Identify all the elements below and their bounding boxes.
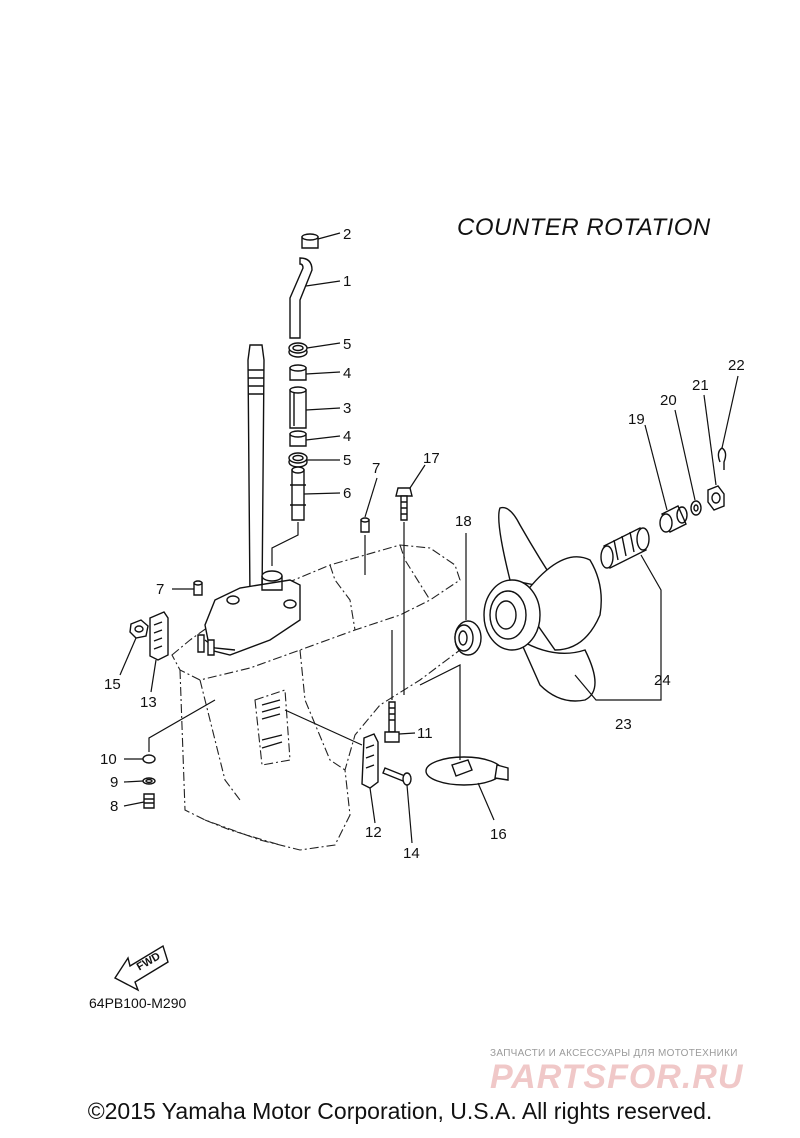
bracket-23 xyxy=(574,674,625,701)
part-16-anode xyxy=(425,756,509,786)
part-15-nut xyxy=(129,619,149,639)
callout-12: 12 xyxy=(365,824,382,841)
callout-15: 15 xyxy=(104,676,121,693)
part-21-nut xyxy=(707,485,725,511)
part-24-bushing xyxy=(600,526,650,570)
diagram-title: COUNTER ROTATION xyxy=(457,214,711,241)
callout-18: 18 xyxy=(455,513,472,530)
part-8-bolt xyxy=(143,793,155,809)
part-9-washer xyxy=(142,777,156,785)
part-7-dowel-pin-right xyxy=(360,517,370,533)
stud-bolts xyxy=(197,634,215,656)
part-13-clamp xyxy=(149,611,169,661)
drawing-code: 64PB100-M290 xyxy=(89,995,187,1011)
callout-23: 23 xyxy=(615,716,632,733)
callout-5a: 5 xyxy=(343,336,351,353)
part-19-spacer xyxy=(659,505,688,533)
callout-22: 22 xyxy=(728,357,745,374)
washer-leader xyxy=(148,699,216,752)
callout-2: 2 xyxy=(343,226,351,243)
drive-shaft xyxy=(247,344,265,601)
callout-3: 3 xyxy=(343,400,351,417)
part-2-grommet xyxy=(301,233,319,249)
part-18-thrust-ring xyxy=(454,620,482,656)
part-12-bracket xyxy=(361,733,379,789)
propeller xyxy=(483,506,602,702)
callout-11: 11 xyxy=(417,725,433,742)
callout-7a: 7 xyxy=(372,460,380,477)
callout-5b: 5 xyxy=(343,452,351,469)
callout-4b: 4 xyxy=(343,428,351,445)
callout-19: 19 xyxy=(628,411,645,428)
part-20-washer xyxy=(690,500,702,516)
fwd-arrow-icon: FWD xyxy=(113,944,169,992)
bracket-leader xyxy=(284,709,363,746)
part-1-water-tube xyxy=(289,257,313,339)
callout-14: 14 xyxy=(403,845,420,862)
callout-7b: 7 xyxy=(156,581,164,598)
lower-unit-housing xyxy=(171,544,466,851)
part-10-washer xyxy=(142,754,156,764)
callout-21: 21 xyxy=(692,377,709,394)
part-22-cotter-pin xyxy=(717,447,727,470)
anode-leader xyxy=(419,664,461,760)
part-4-lower-collar xyxy=(289,430,307,447)
callout-6: 6 xyxy=(343,485,351,502)
watermark-tagline: ЗАПЧАСТИ И АКСЕССУАРЫ ДЛЯ МОТОТЕХНИКИ xyxy=(490,1048,738,1059)
part-7-dowel-pin-left xyxy=(193,580,203,596)
callout-1: 1 xyxy=(343,273,351,290)
copyright-notice: ©2015 Yamaha Motor Corporation, U.S.A. A… xyxy=(87,1098,713,1124)
watermark-logo: PARTSFOR.RU xyxy=(490,1058,744,1096)
part-5-upper-seal xyxy=(288,342,308,358)
callout-17: 17 xyxy=(423,450,440,467)
callout-16: 16 xyxy=(490,826,507,843)
callout-20: 20 xyxy=(660,392,677,409)
callout-4a: 4 xyxy=(343,365,351,382)
callout-24: 24 xyxy=(654,672,671,689)
pipe-leader xyxy=(271,522,299,566)
callout-13: 13 xyxy=(140,694,157,711)
callout-8: 8 xyxy=(110,798,118,815)
part-11-bolt xyxy=(384,701,400,743)
bracket-24 xyxy=(625,554,662,701)
part-4-upper-collar xyxy=(289,364,307,381)
part-6-pipe xyxy=(290,466,306,521)
callout-9: 9 xyxy=(110,774,118,791)
callouts: 2 1 5 4 3 4 5 6 7 17 18 7 15 13 10 9 8 xyxy=(100,226,745,862)
part-17-bolt xyxy=(395,487,413,521)
part-14-screw xyxy=(382,767,412,786)
part-3-sleeve xyxy=(289,386,307,429)
part-5-lower-seal xyxy=(288,452,308,468)
callout-10: 10 xyxy=(100,751,117,768)
